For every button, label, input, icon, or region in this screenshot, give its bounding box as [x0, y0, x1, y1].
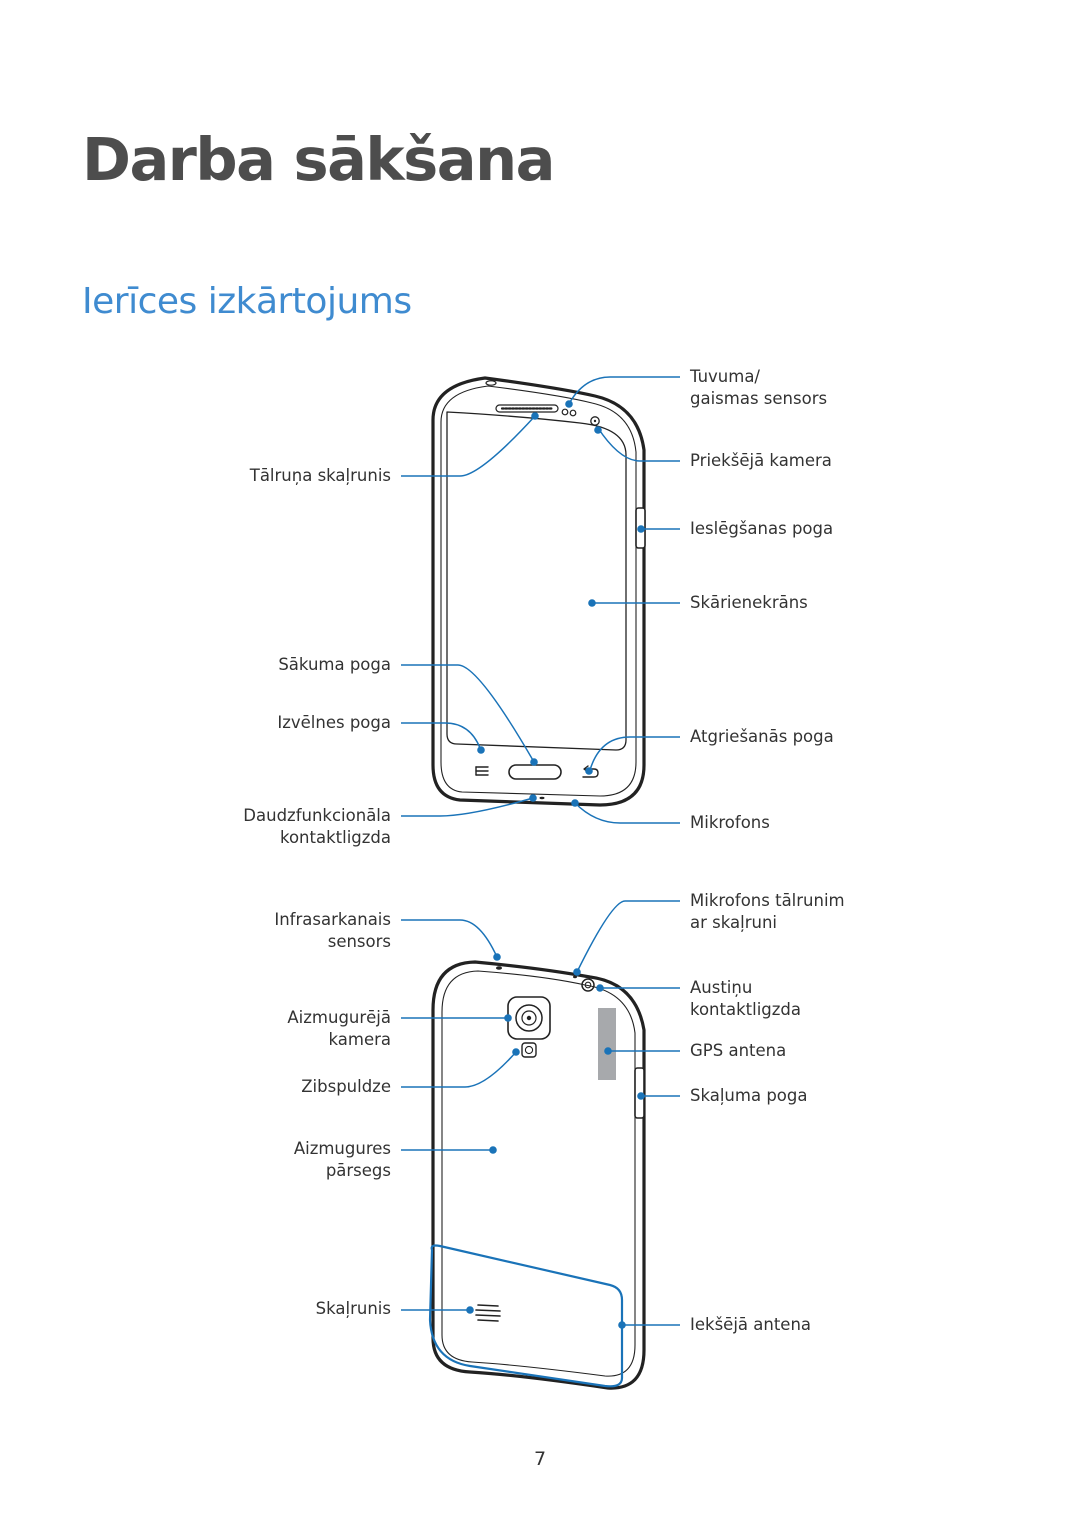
menu-key-icon — [475, 766, 489, 776]
callout-lines — [401, 376, 680, 1326]
section-title: Ierīces izkārtojums — [82, 281, 412, 322]
flash-icon — [521, 1042, 537, 1058]
internal-antenna-outline — [428, 1244, 624, 1388]
earpiece-grille-icon — [495, 404, 559, 413]
label-speaker: Skaļrunis — [315, 1299, 391, 1318]
label-rear-camera: Aizmugurējā kamera — [287, 1008, 391, 1049]
phone-front-screen — [446, 411, 627, 751]
phone-front-illustration — [431, 376, 646, 807]
label-front-camera: Priekšējā kamera — [690, 451, 832, 470]
label-microphone: Mikrofons — [690, 813, 770, 832]
label-flash: Zibspuldze — [301, 1077, 391, 1096]
top-slot-icon — [485, 380, 497, 386]
label-earpiece: Tālruņa skaļrunis — [249, 466, 391, 485]
phone-front-outer-shell — [431, 376, 646, 807]
label-home-button: Sākuma poga — [278, 655, 391, 674]
label-proximity-sensor: Tuvuma/ gaismas sensors — [690, 367, 828, 408]
headset-jack-icon — [581, 978, 595, 992]
rear-camera-lens-icon — [515, 1004, 543, 1032]
ir-sensor-icon — [496, 966, 502, 970]
label-ir-sensor: Infrasarkanais sensors — [274, 910, 391, 951]
label-internal-antenna: Iekšējā antena — [690, 1315, 812, 1334]
label-touchscreen: Skārienekrāns — [690, 593, 808, 612]
label-back-cover: Aizmugures pārsegs — [293, 1139, 391, 1180]
label-power-button: Ieslēgšanas poga — [690, 519, 834, 538]
label-headset-jack: Austiņu kontaktligzda — [690, 978, 802, 1019]
label-speakerphone-mic: Mikrofons tālrunim ar skaļruni — [690, 891, 845, 932]
label-back-button: Atgriešanās poga — [690, 727, 834, 746]
label-multipurpose-jack: Daudzfunkcionāla kontaktligzda — [243, 806, 391, 847]
home-button-shape — [508, 764, 562, 780]
speaker-grille-icon — [475, 1304, 501, 1322]
label-menu-button: Izvēlnes poga — [277, 713, 391, 732]
proximity-sensor-icon — [561, 408, 569, 416]
page-title: Darba sākšana — [82, 125, 555, 194]
callout-dots — [466, 400, 645, 1329]
front-camera-icon — [590, 416, 600, 426]
label-volume-button: Skaļuma poga — [690, 1086, 808, 1105]
page-number: 7 — [533, 1448, 547, 1470]
label-gps-antenna: GPS antena — [690, 1041, 787, 1060]
phone-front-inner-bezel — [440, 385, 637, 797]
gps-antenna-area — [598, 1008, 616, 1080]
